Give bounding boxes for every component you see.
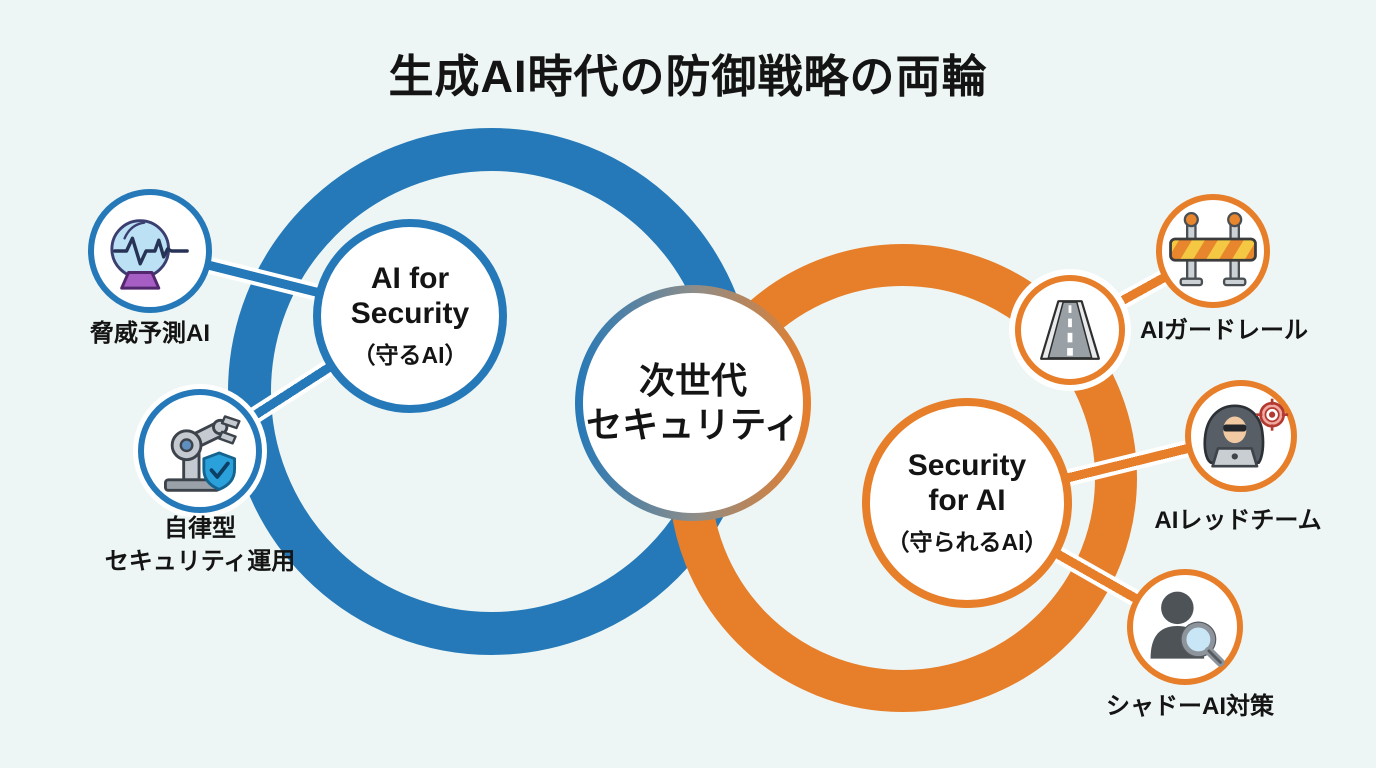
- barrier-icon: [1169, 212, 1257, 287]
- guardrail-label: AIガードレール: [1140, 317, 1308, 344]
- guardrail-circle: [1156, 194, 1270, 308]
- red-team-circle: [1185, 380, 1297, 492]
- hacker-target-icon: [1203, 398, 1289, 468]
- security-for-ai-label-circle: Security for AI （守られるAI）: [862, 398, 1072, 608]
- shadow-ai-circle: [1127, 569, 1243, 685]
- ai-for-security-title: AI for Security: [350, 262, 470, 330]
- threat-prediction-label: 脅威予測AI: [90, 320, 210, 347]
- threat-prediction-circle: [88, 189, 212, 313]
- security-for-ai-title: Security for AI: [907, 449, 1027, 517]
- shadow-ai-label: シャドーAI対策: [1106, 693, 1274, 720]
- ai-for-security-subtitle: （守るAI）: [352, 341, 468, 368]
- next-gen-security-label: 次世代 セキュリティ: [586, 360, 800, 445]
- person-magnifier-icon: [1150, 591, 1225, 667]
- autonomous-ops-circle: [138, 389, 262, 513]
- crystal-ball-icon: [110, 219, 189, 290]
- security-for-ai-subtitle: （守られるAI）: [886, 528, 1048, 555]
- ai-for-security-label-circle: AI for Security （守るAI）: [313, 219, 507, 413]
- autonomous-ops-label: 自律型 セキュリティ運用: [104, 515, 296, 575]
- red-team-label: AIレッドチーム: [1154, 507, 1322, 534]
- robot-arm-shield-icon: [164, 415, 241, 492]
- page-title: 生成AI時代の防御戦略の両輪: [388, 51, 988, 102]
- road-icon: [1040, 300, 1100, 360]
- next-gen-security-circle: 次世代 セキュリティ: [575, 285, 811, 521]
- road-circle: [1015, 275, 1125, 385]
